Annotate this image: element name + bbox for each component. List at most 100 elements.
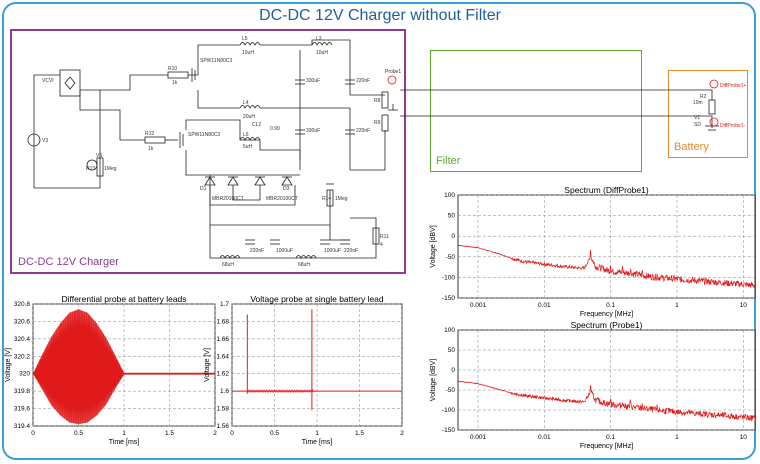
svg-text:V3: V3 [42, 138, 48, 144]
svg-text:R11: R11 [380, 234, 389, 240]
x-tick-label: 0.001 [470, 434, 487, 441]
svg-text:D3: D3 [283, 186, 290, 192]
page-title: DC-DC 12V Charger without Filter [259, 7, 501, 24]
y-tick-label: 319.4 [14, 423, 31, 430]
svg-text:220nF: 220nF [344, 248, 358, 254]
svg-text:V6: V6 [96, 153, 102, 159]
y-tick-label: 0 [451, 233, 455, 240]
chart2-title: Voltage probe at single battery lead [250, 294, 384, 304]
y-tick-label: 1.6 [220, 388, 229, 395]
x-tick-label: 2 [213, 430, 217, 437]
x-axis-label: Frequency [MHz] [580, 443, 633, 450]
dcdc-block-label: DC-DC 12V Charger [18, 256, 119, 268]
svg-text:L3: L3 [316, 36, 322, 42]
svg-text:R13: R13 [86, 166, 95, 172]
svg-text:MBR20100CT: MBR20100CT [212, 196, 244, 202]
svg-text:DiffProbe1+: DiffProbe1+ [720, 83, 747, 89]
x-tick-label: 1.5 [355, 430, 364, 437]
y-tick-label: 50 [448, 347, 456, 354]
svg-text:R12: R12 [145, 131, 154, 137]
y-tick-label: 319.6 [14, 406, 31, 413]
svg-text:10m: 10m [693, 100, 703, 106]
svg-text:68uH: 68uH [222, 262, 234, 268]
y-tick-label: -50 [446, 254, 456, 261]
chart2-ripple-line [247, 389, 314, 394]
svg-text:MBR20100CT: MBR20100CT [266, 196, 298, 202]
chart1-mean-line [32, 350, 215, 375]
svg-text:220nF: 220nF [356, 128, 370, 134]
y-tick-label: 1.56 [216, 423, 229, 430]
x-tick-label: 0.1 [606, 434, 615, 441]
svg-text:VCVI: VCVI [42, 78, 54, 84]
dcdc-charger-block: DC-DC 12V Charger [10, 29, 406, 274]
y-tick-label: 1.58 [216, 406, 229, 413]
x-tick-label: 2 [400, 430, 404, 437]
y-tick-label: -100 [442, 274, 455, 281]
y-tick-label: -50 [446, 387, 456, 394]
spectrum-series-line [457, 380, 756, 422]
svg-text:5uH: 5uH [243, 144, 253, 150]
y-tick-label: -150 [442, 427, 455, 434]
plot-area [457, 329, 756, 431]
x-tick-label: 10 [740, 434, 748, 441]
chart1-title: Differential probe at battery leads [61, 294, 187, 304]
y-tick-label: 320.8 [14, 301, 31, 308]
svg-text:D1: D1 [200, 186, 207, 192]
y-axis-label: Voltage [dBV] [430, 359, 437, 401]
svg-text:220nF: 220nF [250, 248, 264, 254]
x-tick-label: 0.5 [74, 430, 83, 437]
y-tick-label: 320 [19, 371, 30, 378]
svg-text:1Meg: 1Meg [335, 196, 348, 202]
svg-text:L4: L4 [243, 100, 249, 106]
svg-text:R8: R8 [374, 98, 381, 104]
x-tick-label: 1 [675, 434, 679, 441]
y-tick-label: 1.62 [216, 371, 229, 378]
svg-text:10uH: 10uH [316, 50, 328, 56]
battery-block-label: Battery [674, 141, 709, 153]
svg-text:10uH: 10uH [242, 50, 254, 56]
svg-text:330uF: 330uF [306, 78, 320, 84]
y-tick-label: 1.7 [220, 301, 229, 308]
y-tick-label: -100 [442, 407, 455, 414]
svg-text:L6: L6 [243, 132, 249, 138]
x-tick-label: 0.1 [606, 302, 615, 309]
x-tick-label: 1 [122, 430, 126, 437]
svg-text:L5: L5 [242, 36, 248, 42]
y-tick-label: -150 [442, 295, 455, 302]
svg-text:1k: 1k [172, 80, 178, 86]
battery-block: Battery [668, 70, 748, 158]
svg-text:4: 4 [380, 242, 383, 248]
svg-text:SPW11N80C3: SPW11N80C3 [188, 132, 220, 138]
y-tick-label: 320.4 [14, 336, 31, 343]
x-tick-label: 1 [315, 430, 319, 437]
x-tick-label: 0.001 [470, 302, 487, 309]
y-tick-label: 100 [444, 192, 455, 199]
filter-block: Filter [430, 50, 642, 172]
svg-text:330uF: 330uF [306, 128, 320, 134]
svg-text:0.99: 0.99 [270, 126, 280, 132]
x-tick-label: 0.01 [538, 302, 551, 309]
x-tick-label: 0 [31, 430, 35, 437]
svg-text:Probe1: Probe1 [385, 69, 401, 75]
svg-text:1k: 1k [148, 146, 154, 152]
y-tick-label: 320.6 [14, 318, 31, 325]
y-tick-label: 100 [444, 327, 455, 334]
filter-block-label: Filter [436, 155, 461, 167]
x-axis-label: Frequency [MHz] [580, 311, 633, 318]
x-axis-label: Time [ms] [302, 439, 333, 446]
svg-text:1000uF: 1000uF [324, 248, 341, 254]
svg-text:V1: V1 [694, 115, 700, 121]
spectrum-series-line [458, 244, 756, 289]
svg-text:R10: R10 [168, 66, 177, 72]
y-tick-label: 320.2 [14, 353, 31, 360]
y-tick-label: 319.8 [14, 388, 31, 395]
x-tick-label: 0.01 [538, 434, 551, 441]
y-tick-label: 1.66 [216, 336, 229, 343]
chart3-title: Spectrum (DiffProbe1) [564, 185, 649, 195]
svg-text:68uH: 68uH [298, 262, 310, 268]
y-tick-label: 1.64 [216, 353, 229, 360]
x-tick-label: 0 [230, 430, 234, 437]
